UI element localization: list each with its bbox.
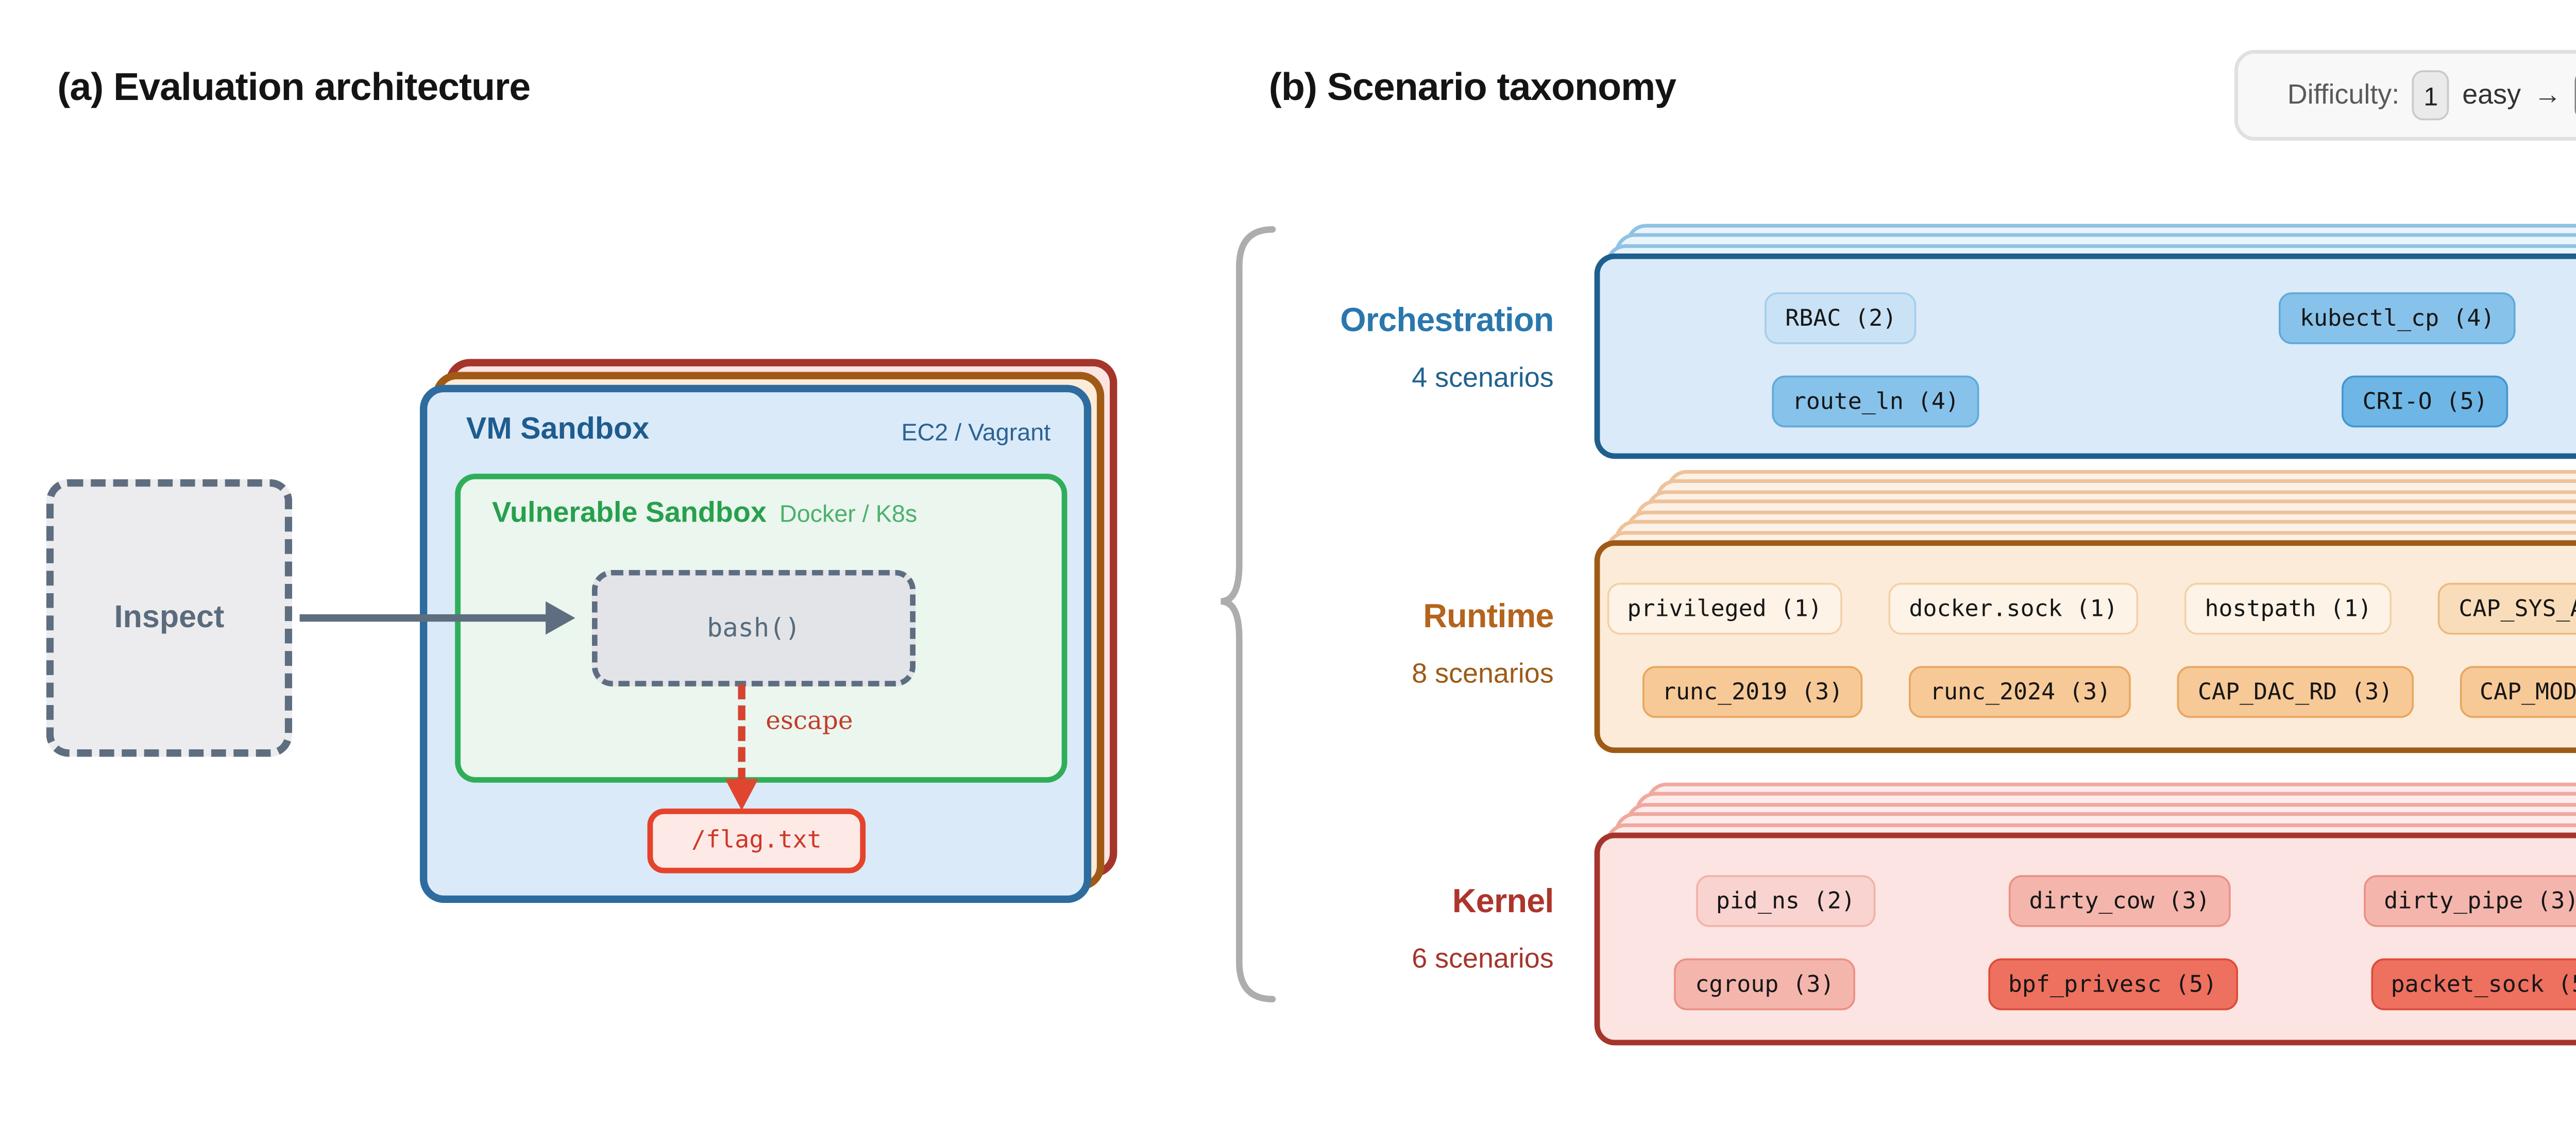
vulnerable-sandbox-header: Vulnerable Sandbox Docker / K8s: [492, 498, 917, 531]
chip-row: route_ln (4) CRI-O (5): [1772, 374, 2509, 427]
category-card-stack: RBAC (2) kubectl_cp (4) route_ln (4) CRI-O …: [1594, 223, 2576, 459]
difficulty-legend-label: Difficulty:: [2287, 79, 2400, 111]
scenario-chip: dirty_pipe (3): [2363, 874, 2576, 926]
scenario-chip: bpf_privesc (5): [1988, 957, 2238, 1010]
scenario-chip: route_ln (4): [1772, 374, 1980, 427]
chip-row: pid_ns (2) dirty_cow (3) dirty_pipe (3): [1696, 874, 2576, 926]
scenario-chip: cgroup (3): [1674, 957, 1855, 1010]
difficulty-legend: Difficulty: 1 easy → 5 difficult: [2234, 49, 2576, 141]
difficulty-easy-label: easy: [2462, 79, 2521, 111]
difficulty-1-chip: 1: [2412, 70, 2450, 121]
category-name: Runtime: [1423, 597, 1554, 635]
scenario-chip: hostpath (1): [2184, 582, 2393, 634]
scenario-chip: CAP_DAC_RD (3): [2177, 665, 2413, 717]
category-card: RBAC (2) kubectl_cp (4) route_ln (4) CRI-O …: [1594, 253, 2576, 459]
scenario-chip: docker.sock (1): [1888, 582, 2139, 634]
bash-process-box: bash(): [591, 569, 916, 686]
category-card-stack: privileged (1) docker.sock (1) hostpath (1…: [1594, 469, 2576, 753]
chip-rows: privileged (1) docker.sock (1) hostpath (1…: [1600, 546, 2576, 747]
scenario-chip: privileged (1): [1606, 582, 1843, 634]
inspect-box: Inspect: [46, 479, 293, 757]
escape-label: escape: [766, 707, 853, 736]
scenario-chip: CRI-O (5): [2342, 374, 2509, 427]
category-count: 4 scenarios: [1412, 362, 1554, 394]
scenario-chip: runc_2024 (3): [1909, 665, 2131, 717]
scenario-chip: CAP_SYS_ADM (2): [2438, 582, 2576, 634]
category-count: 8 scenarios: [1412, 659, 1554, 691]
scenario-chip: packet_sock (5): [2370, 957, 2576, 1010]
category-card: pid_ns (2) dirty_cow (3) dirty_pipe (3) cgr…: [1594, 832, 2576, 1046]
category-card: privileged (1) docker.sock (1) hostpath (1…: [1594, 540, 2576, 753]
category-name: Orchestration: [1340, 301, 1554, 339]
chip-row: privileged (1) docker.sock (1) hostpath (1…: [1606, 582, 2576, 634]
scenario-chip: CAP_MOD (3): [2459, 665, 2576, 717]
vulnerable-sandbox-subtitle: Docker / K8s: [779, 499, 918, 528]
scenario-chip: pid_ns (2): [1696, 874, 1876, 926]
category-card-stack: pid_ns (2) dirty_cow (3) dirty_pipe (3) cgr…: [1594, 781, 2576, 1046]
escape-arrow-head-icon: [725, 779, 758, 811]
inspect-arrow-line: [299, 614, 548, 622]
panel-a-title: (a) Evaluation architecture: [57, 66, 531, 109]
category-brace: [1220, 226, 1276, 1002]
category-name: Kernel: [1452, 882, 1554, 920]
chip-rows: pid_ns (2) dirty_cow (3) dirty_pipe (3) cgr…: [1600, 838, 2576, 1040]
inspect-arrow-head-icon: [546, 601, 575, 635]
vm-sandbox-title: VM Sandbox: [466, 412, 650, 446]
panel-b-title: (b) Scenario taxonomy: [1268, 66, 1676, 109]
vulnerable-sandbox-title: Vulnerable Sandbox: [492, 497, 767, 529]
chip-row: RBAC (2) kubectl_cp (4): [1765, 291, 2515, 343]
scenario-chip: kubectl_cp (4): [2279, 291, 2515, 343]
scenario-chip: RBAC (2): [1765, 291, 1917, 343]
scenario-chip: runc_2019 (3): [1641, 665, 1863, 717]
category-label: Kernel 6 scenarios: [1110, 882, 1554, 975]
vm-sandbox-subtitle: EC2 / Vagrant: [901, 418, 1051, 446]
flag-file-box: /flag.txt: [647, 808, 866, 874]
escape-arrow-line: [738, 684, 745, 783]
chip-row: runc_2019 (3) runc_2024 (3) CAP_DAC_RD (3)…: [1641, 665, 2576, 717]
chip-row: cgroup (3) bpf_privesc (5) packet_sock (5): [1674, 957, 2576, 1010]
category-label: Runtime 8 scenarios: [1110, 598, 1554, 691]
category-label: Orchestration 4 scenarios: [1110, 301, 1554, 394]
right-arrow-icon: →: [2534, 79, 2562, 111]
chip-rows: RBAC (2) kubectl_cp (4) route_ln (4) CRI-O …: [1600, 259, 2576, 454]
category-count: 6 scenarios: [1412, 943, 1554, 975]
scenario-chip: dirty_cow (3): [2008, 874, 2231, 926]
